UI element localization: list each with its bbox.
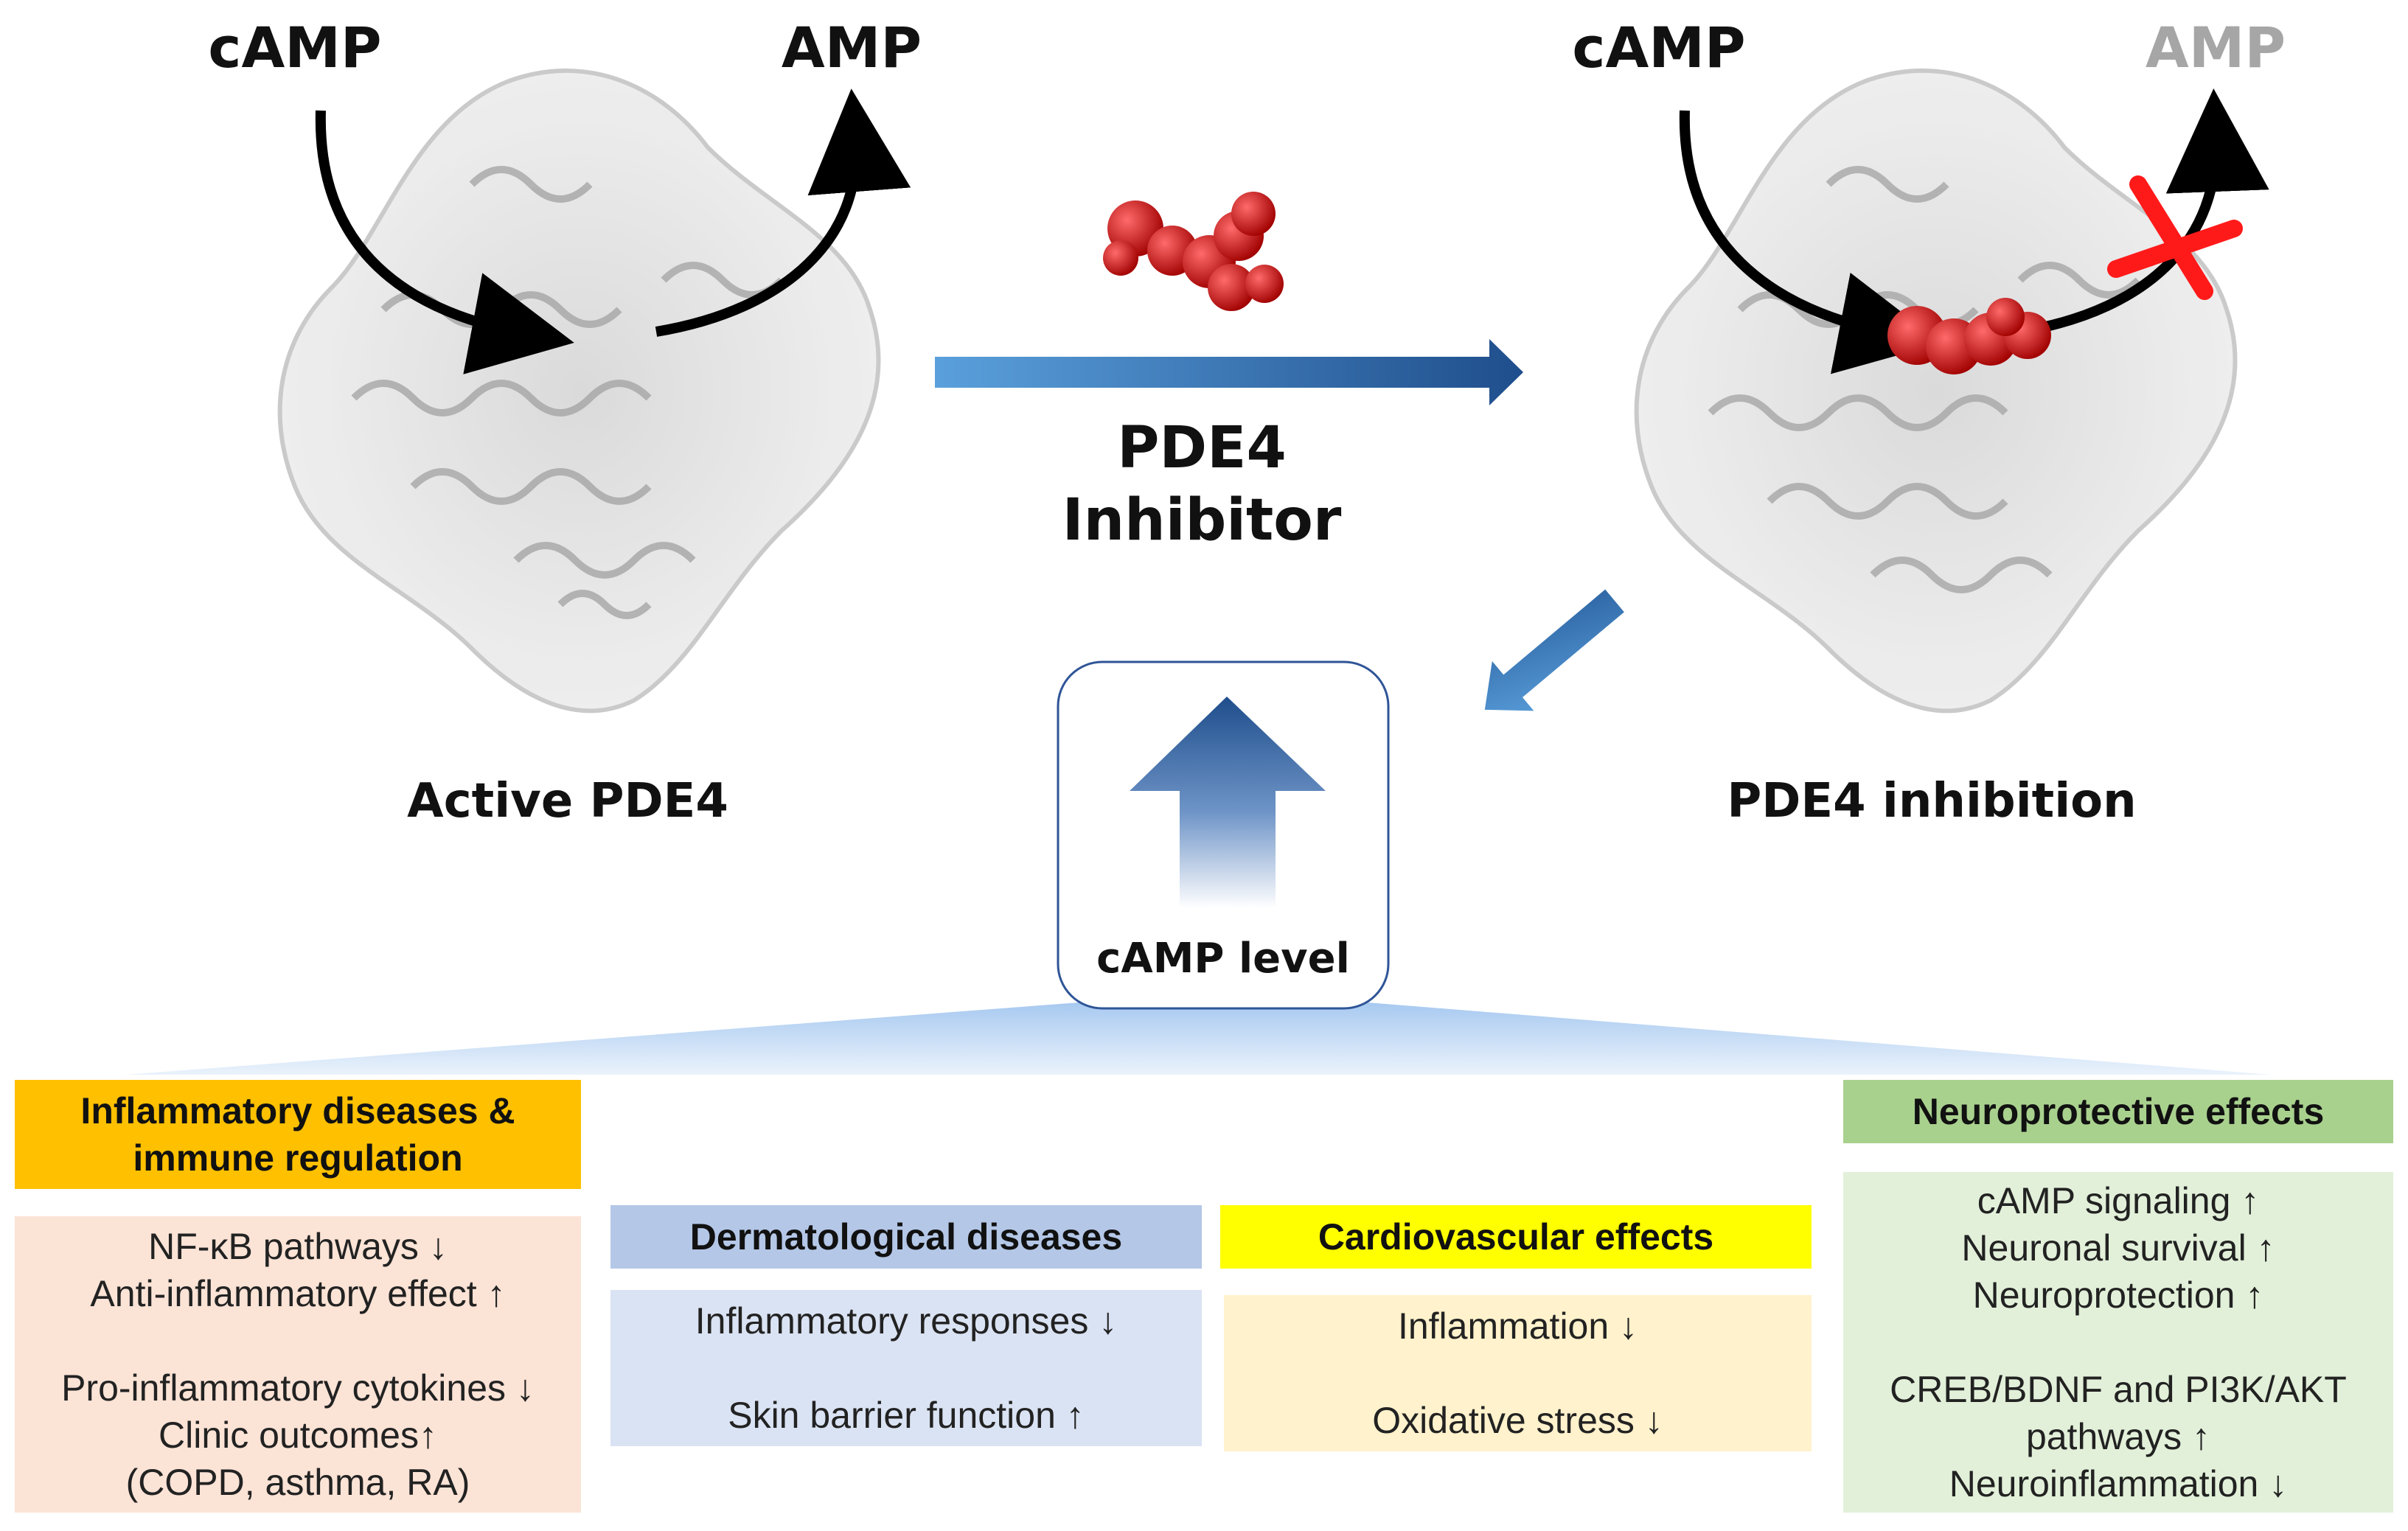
neuroprotective-header: Neuroprotective effects <box>1843 1080 2393 1143</box>
list-item: NF-κB pathways ↓ <box>148 1226 448 1267</box>
right-camp-arrow <box>1679 110 1942 374</box>
list-item: cAMP signaling ↑ <box>1977 1180 2260 1221</box>
list-item: (COPD, asthma, RA) <box>125 1462 470 1503</box>
cardiovascular-header: Cardiovascular effects <box>1220 1205 1812 1269</box>
left-camp-label: cAMP <box>208 15 382 80</box>
inhibitor-label-line1: PDE4 <box>1117 415 1287 481</box>
inhibitor-arrow <box>935 339 1523 405</box>
to-camp-level-arrow <box>1484 589 1624 711</box>
list-item: Inflammation ↓ <box>1397 1305 1638 1347</box>
list-item: Neuroinflammation ↓ <box>1949 1463 2288 1504</box>
bound-inhibitor-icon <box>1887 298 2051 374</box>
inflammatory-body: NF-κB pathways ↓ Anti-inflammatory effec… <box>15 1216 581 1513</box>
camp-level-label: cAMP level <box>1096 935 1350 983</box>
inhibitor-label-line2: Inhibitor <box>1062 487 1342 554</box>
list-item: CREB/BDNF and PI3K/AKT <box>1890 1369 2347 1410</box>
list-item: Anti-inflammatory effect ↑ <box>90 1273 506 1314</box>
cardiovascular-body: Inflammation ↓ Oxidative stress ↓ <box>1224 1295 1812 1451</box>
right-camp-label: cAMP <box>1572 15 1746 80</box>
cardiovascular-header-text: Cardiovascular effects <box>1318 1216 1714 1258</box>
list-item: Pro-inflammatory cytokines ↓ <box>61 1367 535 1409</box>
blocked-cross-icon <box>2107 175 2243 300</box>
effects-fan <box>125 1001 2271 1075</box>
list-item: Skin barrier function ↑ <box>728 1395 1085 1436</box>
list-item: Oxidative stress ↓ <box>1372 1400 1663 1441</box>
inflammatory-header: Inflammatory diseases & immune regulatio… <box>15 1080 581 1189</box>
inflammatory-header-line2: immune regulation <box>133 1137 463 1179</box>
inhibited-pde4-protein <box>1634 69 2238 714</box>
dermatological-header-text: Dermatological diseases <box>689 1216 1123 1258</box>
inflammatory-header-line1: Inflammatory diseases & <box>80 1090 515 1131</box>
active-pde4-protein <box>277 69 881 714</box>
left-camp-arrow <box>315 110 574 374</box>
left-amp-arrow <box>655 88 911 337</box>
inhibitor-molecule-icon <box>1103 192 1284 311</box>
camp-up-arrow-icon <box>1130 697 1326 908</box>
list-item: Clinic outcomes↑ <box>159 1415 437 1456</box>
neuroprotective-body: cAMP signaling ↑ Neuronal survival ↑ Neu… <box>1843 1172 2393 1513</box>
right-amp-label: AMP <box>2145 15 2286 80</box>
list-item: Inflammatory responses ↓ <box>695 1300 1118 1342</box>
neuroprotective-header-text: Neuroprotective effects <box>1912 1091 2325 1132</box>
list-item: Neuronal survival ↑ <box>1961 1227 2275 1269</box>
pde4-inhibition-label: PDE4 inhibition <box>1727 774 2137 829</box>
dermatological-header: Dermatological diseases <box>610 1205 1202 1269</box>
left-amp-label: AMP <box>781 15 922 80</box>
list-item: Neuroprotection ↑ <box>1972 1274 2264 1316</box>
list-item: pathways ↑ <box>2025 1416 2211 1457</box>
dermatological-body: Inflammatory responses ↓ Skin barrier fu… <box>610 1290 1202 1446</box>
right-amp-arrow-blocked <box>2019 88 2269 337</box>
active-pde4-label: Active PDE4 <box>407 774 728 829</box>
